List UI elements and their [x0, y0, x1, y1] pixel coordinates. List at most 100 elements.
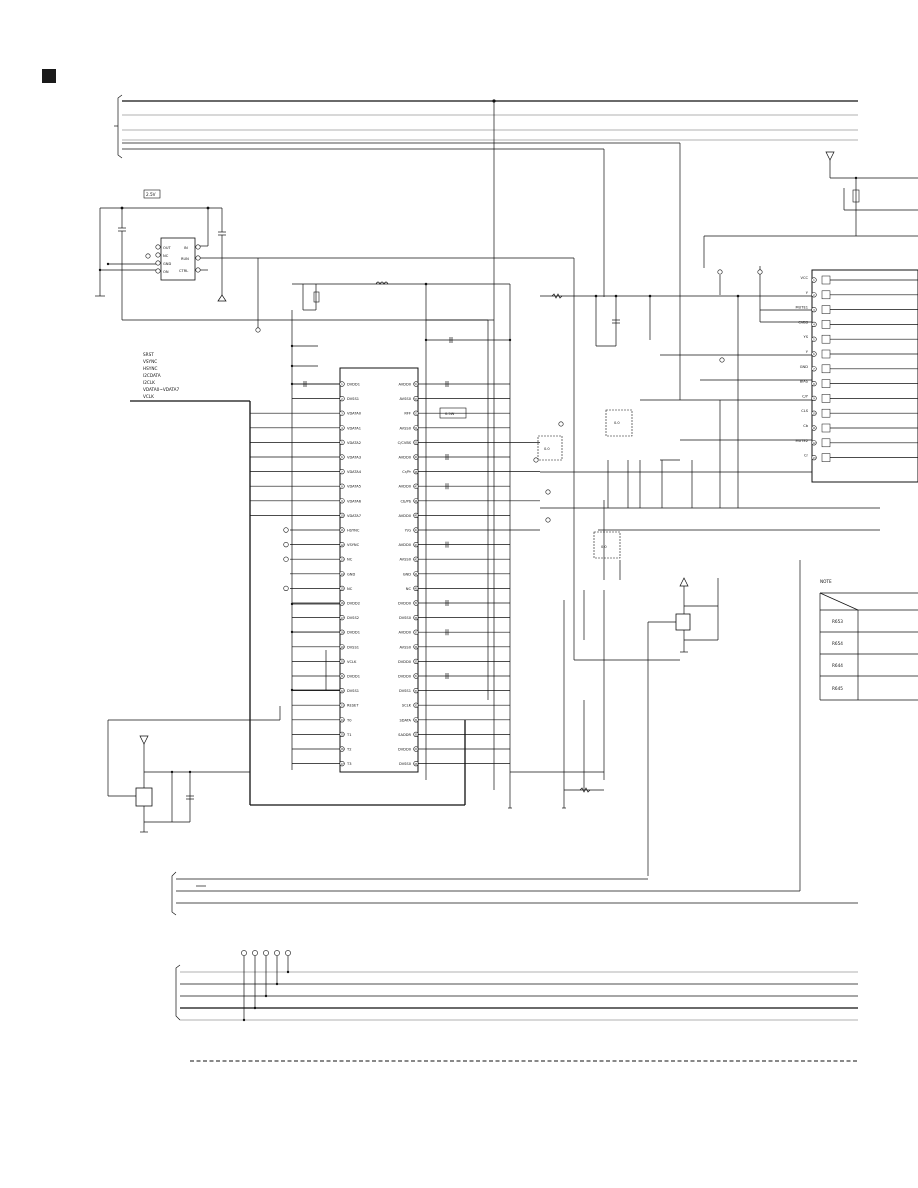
- pin-number: 38: [414, 616, 418, 620]
- amp-pin-circle: [811, 440, 817, 446]
- pin-number: 39: [414, 601, 418, 605]
- reg-pin-nc: NC: [163, 254, 169, 258]
- bus-label: VDATA0~VDATA7: [143, 387, 179, 392]
- pin-name: SCLK: [402, 704, 412, 708]
- pin-name: DVSS1: [347, 689, 359, 693]
- amp-pin-circle: [811, 381, 817, 387]
- pin-name: DVDD2: [347, 602, 360, 606]
- amp-pin-name: MUTE2: [796, 439, 808, 443]
- pin-number: 49: [414, 455, 418, 459]
- amp-pin-circle: [811, 277, 817, 283]
- pin-number: 32: [414, 703, 418, 707]
- pin-number: 52: [414, 411, 418, 415]
- amp-pin-number: 7: [813, 367, 815, 371]
- pin-name: Y/G: [405, 529, 411, 533]
- pin-number: 25: [340, 733, 344, 737]
- pin-number: 4: [341, 426, 343, 430]
- pin-number: 17: [340, 616, 344, 620]
- main-ic-right-signals: [418, 381, 540, 764]
- amp-pin-circle: [811, 292, 817, 298]
- regulator-block: 2.5V: [95, 189, 575, 420]
- pin-number: 14: [340, 572, 344, 576]
- amp-pin-number: 5: [813, 337, 815, 341]
- note-row: R645: [832, 686, 843, 691]
- power-resistor: 0.5W: [439, 407, 467, 419]
- resistor-label: 0.5W: [445, 412, 455, 416]
- pin-name: VDATA2: [347, 441, 361, 445]
- main-ic-left-signals: [250, 383, 340, 764]
- pin-name: T2: [346, 748, 351, 752]
- pin-number: 22: [340, 689, 344, 693]
- filter-network: 0.0 0.0 0.0: [510, 266, 880, 809]
- pin-name: AVDD0: [398, 383, 411, 387]
- coil-label: 0.0: [614, 421, 620, 425]
- pin-number: 8: [341, 484, 343, 488]
- pin-name: DVSS1: [399, 689, 411, 693]
- pin-number: 36: [414, 645, 418, 649]
- pin-number: 37: [414, 630, 418, 634]
- bus-label: VSYNC: [143, 359, 157, 364]
- pin-name: DVSS2: [347, 616, 359, 620]
- bottom-bus-2: [175, 950, 858, 1022]
- amp-pin-name: GND: [800, 365, 808, 369]
- pin-name: AVSS0: [399, 426, 411, 430]
- video-amp-ic: 1VCC2Y3MUTE14CVBS5YS6Y7GND8BIAS9C/Y10CLS…: [796, 269, 918, 483]
- pin-number: 28: [414, 762, 418, 766]
- pin-number: 40: [414, 587, 418, 591]
- test-point: [283, 527, 289, 533]
- reg-pin-on: ON: [163, 270, 169, 274]
- pin-name: VDATA1: [347, 426, 361, 430]
- pin-name: AVSS0: [399, 558, 411, 562]
- pin-number: 16: [340, 601, 344, 605]
- pin-number: 3: [341, 411, 343, 415]
- amp-pin-number: 8: [813, 382, 815, 386]
- pin-name: RESET: [347, 704, 359, 708]
- note-row: R644: [832, 663, 843, 668]
- bus-label: VCLK: [143, 394, 154, 399]
- amp-pin-circle: [811, 336, 817, 342]
- amp-pin-name: Y: [806, 291, 809, 295]
- note-table: NOTE R653 R654 R644 R645: [819, 579, 918, 701]
- pin-number: 27: [340, 762, 344, 766]
- amp-pin-number: 2: [813, 293, 815, 297]
- reg-pin-in: IN: [184, 246, 188, 250]
- pin-name: DVSS0: [399, 762, 412, 766]
- pin-name: DVDD0: [398, 660, 412, 664]
- amp-pin-name: YS: [804, 335, 809, 339]
- pin-name: T0: [346, 718, 352, 722]
- bottom-bus-1: [171, 560, 858, 916]
- pin-name: VDATA7: [347, 514, 361, 518]
- pin-name: AVDD0: [398, 514, 411, 518]
- pin-name: C/CVBS: [398, 441, 412, 445]
- pin-number: 11: [340, 528, 344, 532]
- pin-name: NC: [347, 587, 353, 591]
- pin-name: DVSS1: [347, 645, 359, 649]
- pin-number: 33: [414, 689, 418, 693]
- bus-label: I2CLK: [143, 380, 155, 385]
- supply-label: 2.5V: [146, 192, 156, 197]
- pin-number: 15: [340, 587, 344, 591]
- amp-pin-circle: [811, 366, 817, 372]
- pin-number: 45: [414, 514, 418, 518]
- pin-number: 44: [414, 528, 418, 532]
- amp-pin-name: Cr: [804, 454, 809, 458]
- amp-pin-name: BIAS: [800, 380, 809, 384]
- pin-name: DVDD1: [347, 631, 360, 635]
- reg-pin-ctrl: CTRL: [179, 269, 188, 273]
- amp-pin-name: MUTE1: [796, 306, 808, 310]
- pin-number: 26: [340, 747, 344, 751]
- pin-number: 46: [414, 499, 418, 503]
- pin-name: VCLK: [347, 660, 357, 664]
- pin-number: 19: [340, 645, 344, 649]
- pin-name: RFF: [404, 412, 411, 416]
- pin-name: DVDD1: [347, 675, 360, 679]
- amp-pin-number: 11: [812, 426, 816, 430]
- amp-pin-number: 6: [813, 352, 815, 356]
- pin-name: SDATA: [399, 718, 411, 722]
- pin-name: DVSS1: [347, 397, 359, 401]
- pin-name: AVDD0: [398, 456, 411, 460]
- coil-label: 0.0: [544, 447, 550, 451]
- amp-pin-name: C/Y: [802, 394, 809, 398]
- amp-pin-name: VCC: [801, 276, 809, 280]
